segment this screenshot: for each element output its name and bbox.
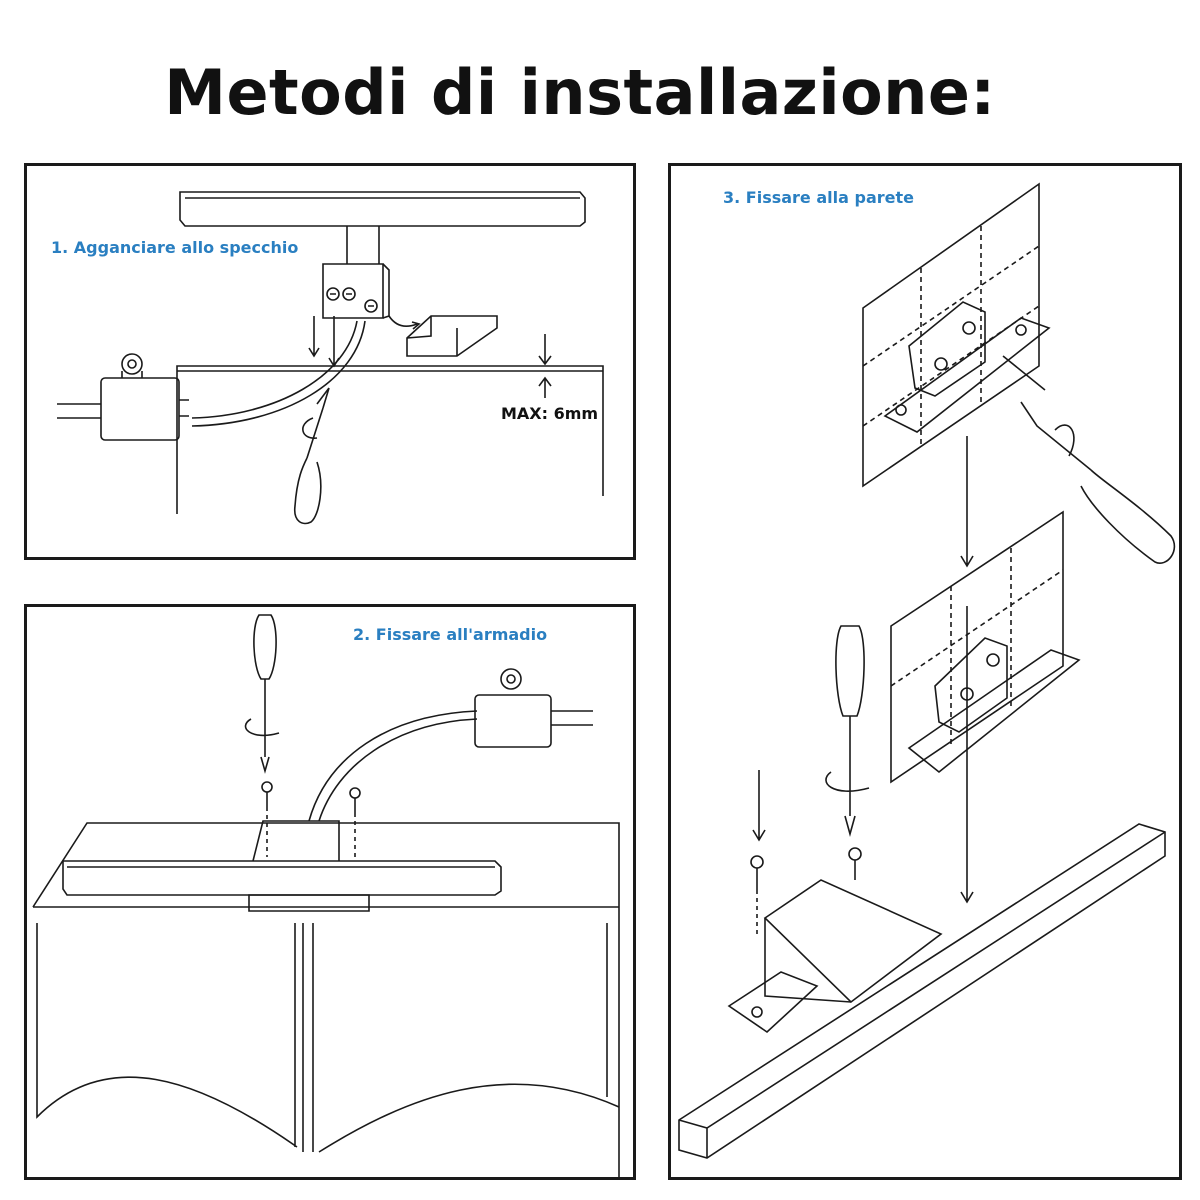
- screwdriver-icon: [826, 626, 869, 834]
- cabinet-mount-diagram: [27, 607, 633, 1177]
- step-label-wall: 3. Fissare alla parete: [723, 188, 914, 207]
- mirror-clamp-icon: [323, 264, 389, 318]
- mounting-bracket-icon: [909, 638, 1079, 772]
- led-lamp-icon: [679, 824, 1165, 1158]
- screwdriver-icon: [295, 388, 329, 523]
- mirror-panel: [177, 366, 603, 514]
- wall-mount-diagram: [671, 166, 1179, 1177]
- max-thickness-note: MAX: 6mm: [501, 404, 599, 423]
- page-title: Metodi di installazione:: [164, 56, 996, 129]
- panel-mirror-mount: 1. Agganciare allo specchio MAX: 6mm: [24, 163, 636, 560]
- wall-tile-icon: [863, 184, 1039, 486]
- screw-icon: [751, 848, 861, 936]
- cabinet-icon: [33, 823, 619, 1177]
- junction-box-icon: [475, 669, 593, 747]
- led-lamp-icon: [180, 192, 585, 264]
- junction-box-icon: [57, 354, 189, 440]
- panel-cabinet-mount: 2. Fissare all'armadio: [24, 604, 636, 1180]
- screwdriver-icon: [1021, 402, 1174, 563]
- step-label-cabinet: 2. Fissare all'armadio: [353, 625, 548, 644]
- screwdriver-icon: [246, 615, 279, 771]
- step-label-mirror: 1. Agganciare allo specchio: [51, 238, 299, 257]
- screw-icon: [262, 782, 360, 857]
- mirror-mount-diagram: [27, 166, 633, 557]
- thickness-arrow-icon: [539, 334, 551, 398]
- mounting-bracket-icon: [885, 302, 1049, 432]
- panel-wall-mount: 3. Fissare alla parete: [668, 163, 1182, 1180]
- power-cable: [309, 711, 477, 821]
- led-lamp-icon: [63, 821, 501, 911]
- arrow-icon: [309, 316, 339, 366]
- arrow-icon: [753, 356, 1045, 902]
- wall-tile-icon: [891, 512, 1063, 782]
- power-cable: [192, 321, 365, 426]
- mirror-bracket-icon: [389, 316, 497, 356]
